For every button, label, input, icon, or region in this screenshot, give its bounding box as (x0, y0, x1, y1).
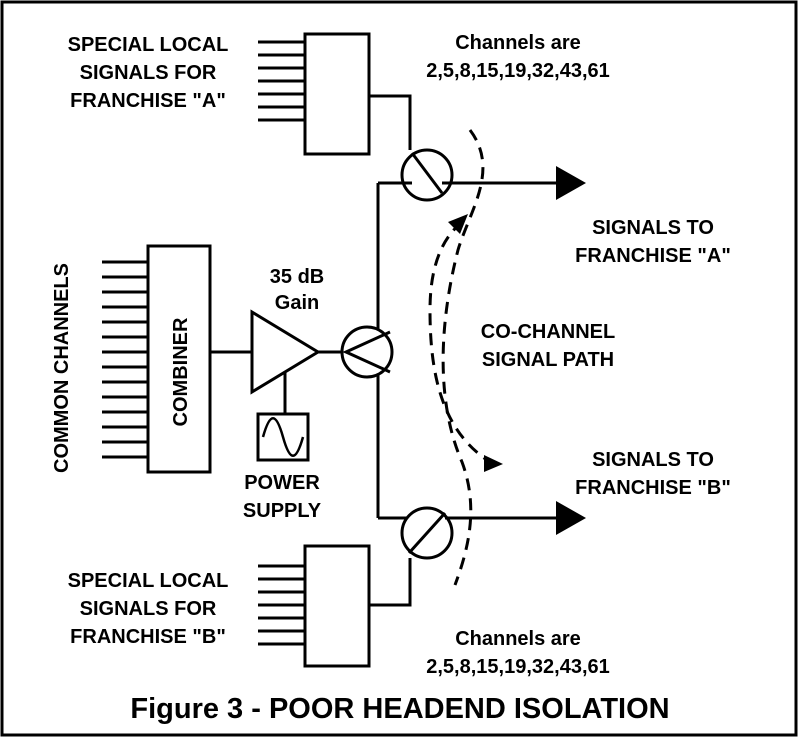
line-a-to-splitter (369, 94, 412, 150)
special-a-line1: SPECIAL LOCAL (68, 34, 229, 56)
signals-b-line2: FRANCHISE "B" (575, 477, 731, 499)
co-channel-arrow-down (484, 455, 503, 472)
main-splitter (340, 325, 394, 379)
signals-a-line2: FRANCHISE "A" (575, 245, 731, 267)
splitter-b-slash (407, 511, 447, 555)
main-splitter-vee (342, 330, 391, 374)
channels-b-line1: Channels are (455, 628, 581, 650)
special-b-inputs (258, 564, 305, 646)
special-a-line2: SIGNALS FOR (80, 62, 217, 84)
power-supply-line1: POWER (244, 472, 320, 494)
special-a-inputs (258, 40, 305, 122)
figure-title: Figure 3 - POOR HEADEND ISOLATION (130, 693, 669, 725)
common-inputs (102, 260, 148, 459)
channels-a-line2: 2,5,8,15,19,32,43,61 (426, 60, 610, 82)
amp-gain-line2: Gain (275, 292, 319, 314)
amp-gain-line1: 35 dB (270, 266, 324, 288)
signals-b-line1: SIGNALS TO (592, 449, 714, 471)
combiner-box (146, 244, 212, 474)
co-channel-line1: CO-CHANNEL (481, 321, 615, 343)
combiner-a-box (303, 32, 371, 156)
signals-a-line1: SIGNALS TO (592, 217, 714, 239)
co-channel-path (428, 220, 491, 464)
line-b-from-splitter (369, 558, 412, 607)
special-b-line1: SPECIAL LOCAL (68, 570, 229, 592)
special-a-line3: FRANCHISE "A" (70, 90, 226, 112)
special-b-line2: SIGNALS FOR (80, 598, 217, 620)
channels-b-line2: 2,5,8,15,19,32,43,61 (426, 656, 610, 678)
combiner-label: COMBINER (170, 317, 192, 426)
special-b-line3: FRANCHISE "B" (70, 626, 226, 648)
power-supply-line2: SUPPLY (243, 500, 322, 522)
output-b-arrow (556, 501, 586, 535)
output-a-arrow (556, 166, 586, 200)
channels-a-line1: Channels are (455, 32, 581, 54)
splitter-a-slash (410, 152, 444, 194)
co-channel-line2: SIGNAL PATH (482, 349, 614, 371)
sine-wave-icon (261, 417, 305, 457)
isolation-boundary (441, 129, 485, 586)
common-channels-label: COMMON CHANNELS (51, 263, 73, 473)
co-channel-arrow-up (448, 214, 468, 234)
combiner-b-box (303, 544, 371, 668)
